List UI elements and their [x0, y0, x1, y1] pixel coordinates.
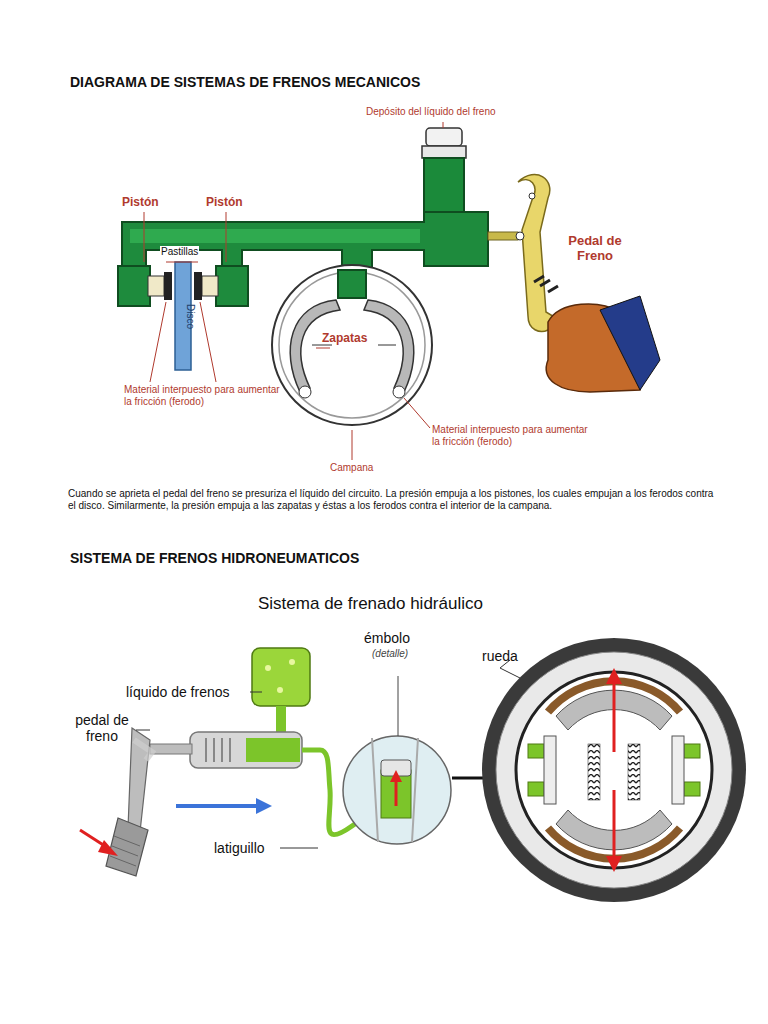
drawing-part: [148, 276, 164, 296]
drawing-part: [226, 212, 227, 262]
drawing-part: [280, 848, 318, 849]
drawing-part: [144, 212, 145, 262]
drawing-part: [628, 744, 640, 800]
drawing-part: [176, 804, 258, 808]
drawing-part: [534, 276, 558, 292]
drawing-part: [404, 398, 430, 428]
drawing-part: [206, 738, 230, 762]
part-note: Material interpuesto para aumentar la fr…: [124, 384, 284, 407]
drawing-part: [272, 265, 432, 425]
part-label: Disco: [185, 304, 197, 329]
drawing-part: [194, 272, 202, 300]
drawing-part: [378, 345, 396, 346]
part-label: Campana: [330, 462, 373, 474]
drawing-part: [600, 296, 660, 390]
drawing-part: [613, 790, 616, 862]
drawing-part: [372, 738, 418, 842]
drawing-part: [343, 736, 451, 844]
drawing-part: [684, 744, 700, 758]
drawing-part: [252, 648, 310, 706]
drawing-part: [588, 744, 600, 800]
drawing-part: [290, 300, 340, 392]
part-label: latiguillo: [214, 840, 265, 856]
fig2: [80, 638, 746, 902]
part-note: (detalle): [372, 648, 408, 660]
part-label: líquido de frenos: [126, 684, 230, 700]
drawing-part: [488, 232, 518, 240]
fig1: [118, 122, 660, 460]
drawing-part: [164, 272, 172, 300]
drawing-part: [250, 692, 262, 693]
figure-caption: Cuando se aprieta el pedal del freno se …: [68, 488, 718, 511]
drawing-part: [516, 232, 524, 240]
drawing-part: [496, 652, 732, 888]
part-note: Material interpuesto para aumentar la fr…: [432, 424, 592, 447]
drawing-part: [277, 687, 283, 693]
drawing-part: [393, 386, 405, 398]
drawing-part: [338, 270, 366, 298]
drawing-part: [482, 638, 746, 902]
part-label: Pastillas: [160, 246, 199, 258]
part-label: Pistón: [122, 196, 159, 210]
drawing-part: [118, 266, 150, 306]
part-label: Pedal de Freno: [560, 234, 630, 264]
drawing-part: [256, 798, 272, 814]
section-heading: SISTEMA DE FRENOS HIDRONEUMATICOS: [70, 550, 359, 566]
drawing-part: [299, 386, 311, 398]
drawing-part: [528, 744, 544, 758]
page-heading: DIAGRAMA DE SISTEMAS DE FRENOS MECANICOS: [70, 74, 420, 90]
drawing-part: [500, 668, 520, 678]
drawing-part: [202, 276, 218, 296]
drawing-part: [98, 840, 118, 856]
drawing-part: [106, 818, 148, 876]
drawing-part: [190, 732, 302, 768]
part-label: Pistón: [206, 196, 243, 210]
drawing-part: [150, 744, 192, 754]
drawing-part: [130, 229, 420, 243]
drawing-part: [364, 300, 414, 392]
drawing-part: [544, 736, 556, 804]
part-label: pedal de freno: [72, 712, 132, 744]
drawing-part: [216, 266, 248, 306]
drawing-part: [144, 122, 443, 460]
drawing-part: [672, 736, 684, 804]
drawing-part: [381, 770, 411, 818]
drawing-part: [398, 676, 399, 736]
drawing-part: [528, 782, 544, 796]
part-label: Zapatas: [322, 332, 367, 346]
drawing-part: [529, 193, 535, 199]
drawing-part: [265, 665, 271, 671]
drawing-part: [606, 856, 622, 872]
drawing-part: [136, 730, 150, 731]
drawing-part: [518, 175, 556, 332]
drawing-part: [422, 146, 466, 158]
drawing-part: [166, 262, 198, 263]
figure-title: Sistema de frenado hidráulico: [258, 594, 483, 614]
drawing-part: [684, 782, 700, 796]
drawing-part: [316, 348, 330, 349]
drawing-part: [516, 672, 712, 868]
drawing-part: [150, 302, 166, 382]
drawing-part: [134, 740, 152, 760]
drawing-part: [395, 780, 398, 806]
drawing-part: [424, 158, 464, 214]
part-label: Depósito del líquido del freno: [366, 106, 496, 118]
part-label: rueda: [482, 648, 518, 664]
drawing-part: [613, 678, 616, 752]
part-label: émbolo: [364, 630, 410, 646]
drawing-part: [352, 430, 353, 460]
drawing-part: [390, 770, 402, 782]
drawing-part: [606, 668, 622, 684]
drawing-part: [110, 836, 140, 866]
drawing-part: [426, 128, 462, 146]
drawing-part: [289, 659, 295, 665]
drawing-part: [200, 302, 216, 382]
drawing-part: [443, 122, 444, 128]
drawing-part: [246, 738, 300, 762]
